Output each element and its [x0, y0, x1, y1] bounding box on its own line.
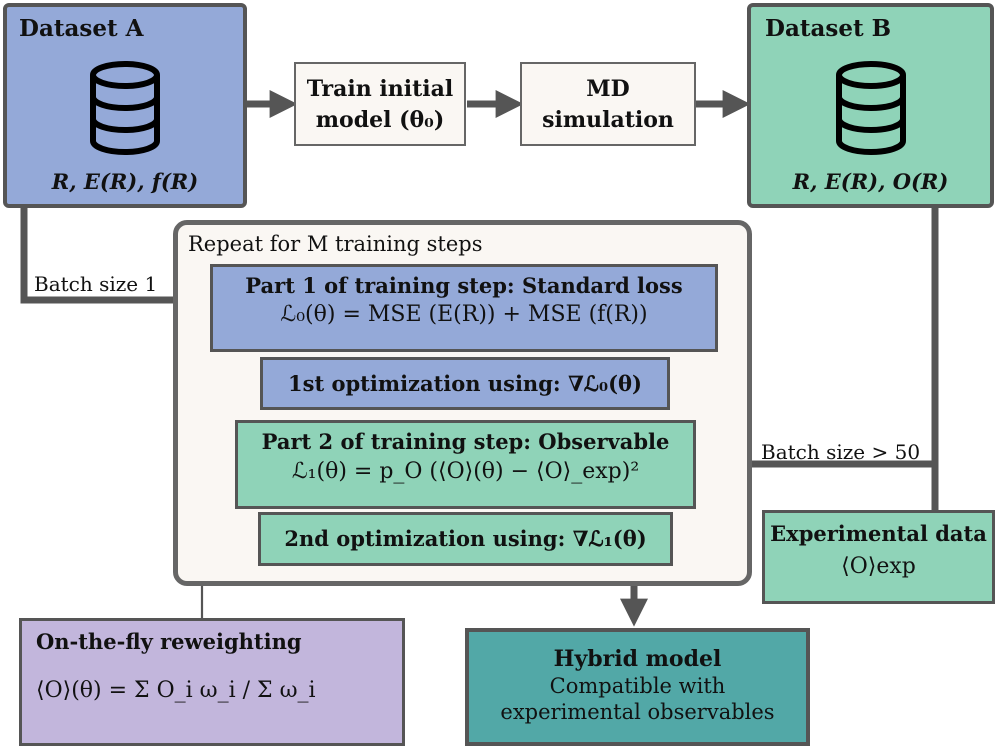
opt1-label: 1st optimization using: ∇ℒ₀(θ)	[288, 371, 642, 396]
database-icon	[90, 61, 160, 155]
train-box-line2: model (θ₀)	[315, 107, 445, 133]
md-simulation-box: MD simulation	[520, 62, 696, 146]
train-initial-model-box: Train initial model (θ₀)	[294, 62, 466, 146]
hybrid-line2: experimental observables	[500, 700, 775, 724]
md-box-line1: MD	[586, 76, 630, 102]
loop-title: Repeat for M training steps	[188, 232, 483, 256]
hybrid-model-box: Hybrid model Compatible with experimenta…	[465, 628, 810, 746]
experimental-title: Experimental data	[770, 521, 987, 546]
database-icon	[836, 61, 906, 155]
train-box-line1: Train initial	[306, 76, 454, 102]
experimental-data-box: Experimental data ⟨O⟩exp	[762, 510, 995, 604]
reweighting-title: On-the-fly reweighting	[36, 629, 302, 654]
dataset-b-title: Dataset B	[765, 15, 892, 42]
second-optimization-box: 2nd optimization using: ∇ℒ₁(θ)	[258, 512, 673, 566]
dataset-b-box: Dataset B R, E(R), O(R)	[747, 3, 994, 208]
dataset-a-fields: R, E(R), f(R)	[51, 169, 199, 194]
dataset-b-fields: R, E(R), O(R)	[792, 169, 949, 194]
md-box-line2: simulation	[542, 107, 674, 133]
reweighting-formula: ⟨O⟩(θ) = Σ O_i ω_i / Σ ω_i	[36, 678, 316, 703]
part1-standard-loss-box: Part 1 of training step: Standard loss ℒ…	[210, 264, 718, 352]
part1-formula: ℒ₀(θ) = MSE (E(R)) + MSE (f(R))	[280, 302, 648, 327]
opt2-label: 2nd optimization using: ∇ℒ₁(θ)	[284, 526, 647, 551]
hybrid-title: Hybrid model	[553, 646, 722, 672]
hybrid-line1: Compatible with	[549, 674, 726, 698]
dataset-a-title: Dataset A	[19, 15, 144, 42]
dataset-a-box: Dataset A R, E(R), f(R)	[3, 3, 247, 208]
reweighting-box: On-the-fly reweighting ⟨O⟩(θ) = Σ O_i ω_…	[19, 618, 405, 746]
arrow-a-to-part1	[20, 208, 209, 314]
batch-size-a-label: Batch size 1	[34, 272, 158, 296]
part2-observable-box: Part 2 of training step: Observable ℒ₁(θ…	[235, 420, 696, 509]
experimental-formula: ⟨O⟩exp	[841, 554, 916, 579]
part2-title: Part 2 of training step: Observable	[261, 429, 670, 454]
batch-size-b-label: Batch size > 50	[761, 440, 921, 464]
first-optimization-box: 1st optimization using: ∇ℒ₀(θ)	[260, 357, 670, 410]
part2-formula: ℒ₁(θ) = p_O (⟨O⟩(θ) − ⟨O⟩_exp)²	[291, 459, 640, 484]
part1-title: Part 1 of training step: Standard loss	[245, 273, 683, 298]
